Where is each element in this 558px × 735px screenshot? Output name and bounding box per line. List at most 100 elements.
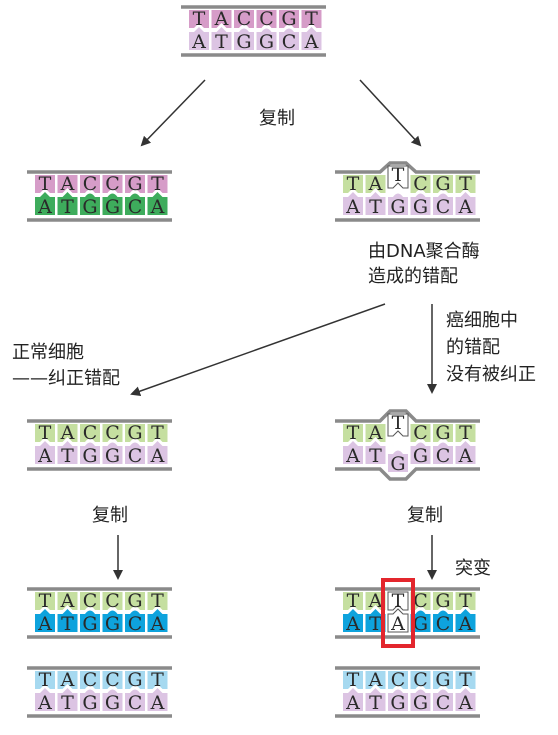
base-bottom-0	[35, 441, 55, 464]
base-top-4	[125, 175, 145, 193]
base-top-4	[125, 592, 145, 610]
base-top-0	[35, 424, 55, 442]
base-bottom-1	[365, 192, 386, 215]
base-bottom-1	[57, 609, 78, 632]
base-letter-bottom: C	[128, 196, 143, 218]
base-top-3	[256, 10, 277, 28]
label-replicate-left: 复制	[92, 505, 128, 526]
base-letter-top: G	[435, 669, 450, 691]
base-top-5	[147, 424, 168, 442]
base-top-5	[147, 671, 168, 689]
base-top-0	[35, 671, 55, 689]
base-letter-bottom: A	[458, 613, 473, 635]
base-top-2	[80, 592, 100, 610]
base-top-1	[57, 671, 78, 689]
base-letter-top: G	[127, 422, 142, 444]
base-letter-top: T	[305, 8, 318, 30]
base-top-1	[365, 671, 386, 689]
base-bottom-5	[455, 609, 476, 632]
base-letter-top: T	[459, 669, 472, 691]
base-bottom-4	[433, 610, 453, 632]
base-letter-top: A	[60, 590, 75, 612]
base-letter-bottom: T	[369, 692, 382, 714]
base-top-1	[57, 592, 78, 610]
base-bottom-1	[365, 688, 386, 711]
base-letter-top: C	[105, 422, 120, 444]
base-letter-bottom: A	[150, 692, 165, 714]
base-letter-bottom: G	[390, 453, 405, 475]
base-letter-bottom: A	[345, 445, 360, 467]
base-letter-top: A	[368, 173, 383, 195]
base-bottom-4	[125, 442, 145, 464]
base-letter-top: G	[127, 669, 142, 691]
base-letter-top: C	[105, 669, 120, 691]
base-letter-bottom: G	[413, 445, 428, 467]
base-letter-bottom: T	[61, 445, 74, 467]
base-bottom-5	[147, 192, 168, 215]
base-top-3	[102, 424, 123, 442]
base-bottom-5	[147, 688, 168, 711]
base-letter-top: T	[459, 422, 472, 444]
base-letter-bottom: A	[390, 613, 405, 635]
base-letter-bottom: A	[345, 692, 360, 714]
base-bottom-2	[234, 28, 254, 50]
base-letter-top: A	[368, 590, 383, 612]
base-top-4	[433, 592, 453, 610]
label-polymerase-error-line1: 由DNA聚合酶	[368, 241, 480, 262]
base-letter-bottom: G	[82, 613, 97, 635]
base-top-4	[433, 424, 453, 442]
base-letter-top: T	[459, 590, 472, 612]
base-top-4	[125, 671, 145, 689]
base-bottom-4	[279, 28, 299, 50]
label-normal-cell-line1: 正常细胞	[12, 342, 84, 363]
base-letter-bottom: C	[282, 31, 297, 53]
base-bottom-2	[80, 610, 100, 632]
base-bottom-4	[125, 193, 145, 215]
label-cancer-cell-line1: 癌细胞中	[446, 310, 518, 331]
base-letter-top: C	[83, 422, 98, 444]
base-bottom-1	[57, 441, 78, 464]
backbone-top	[335, 161, 480, 174]
base-bottom-5	[455, 192, 476, 215]
base-letter-bottom: G	[236, 31, 251, 53]
base-bottom-1	[365, 441, 386, 464]
base-bottom-0	[189, 27, 209, 50]
base-letter-bottom: C	[436, 196, 451, 218]
label-cancer-cell-line2: 的错配	[446, 337, 500, 358]
base-top-5	[147, 175, 168, 193]
base-bottom-4	[433, 689, 453, 711]
base-letter-top: T	[151, 173, 164, 195]
base-letter-top: T	[347, 669, 360, 691]
base-letter-bottom: A	[37, 196, 52, 218]
base-top-5	[455, 592, 476, 610]
base-top-2	[234, 10, 254, 28]
base-letter-top: T	[151, 590, 164, 612]
base-top-2	[80, 424, 100, 442]
base-bottom-2	[80, 193, 100, 215]
base-letter-bottom: A	[458, 445, 473, 467]
base-letter-bottom: C	[436, 445, 451, 467]
base-letter-bottom: A	[150, 445, 165, 467]
base-letter-bottom: T	[369, 445, 382, 467]
base-letter-bottom: T	[369, 613, 382, 635]
label-polymerase-error-line2: 造成的错配	[368, 266, 458, 287]
base-letter-top: C	[237, 8, 252, 30]
base-letter-bottom: T	[61, 613, 74, 635]
base-letter-top: G	[127, 173, 142, 195]
base-letter-bottom: T	[61, 692, 74, 714]
base-bottom-0	[35, 609, 55, 632]
base-letter-top: T	[39, 590, 52, 612]
base-letter-bottom: T	[61, 196, 74, 218]
base-top-0	[343, 592, 363, 610]
base-letter-top: C	[413, 669, 428, 691]
base-top-0	[35, 175, 55, 193]
base-letter-bottom: C	[128, 692, 143, 714]
base-bottom-3	[410, 193, 431, 215]
label-mutation: 突变	[455, 558, 491, 579]
